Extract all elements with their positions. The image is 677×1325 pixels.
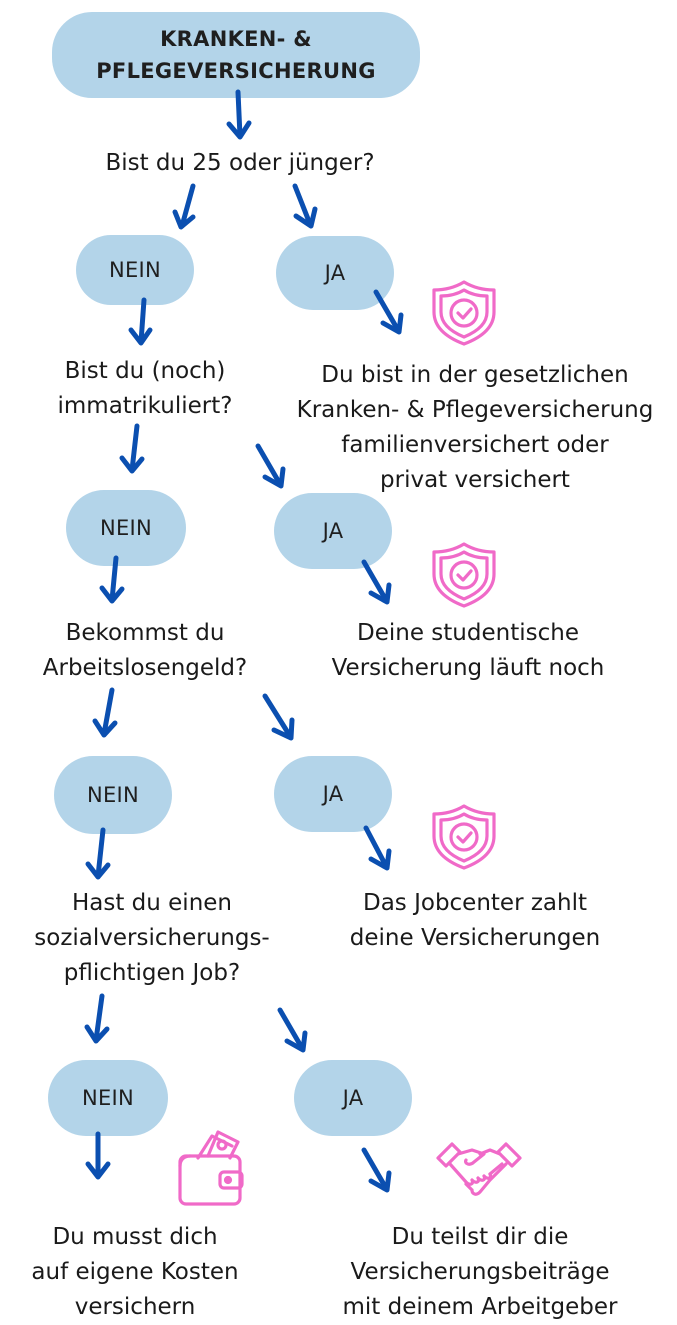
q1-result-line: privat versichert bbox=[380, 467, 570, 493]
arrow bbox=[85, 1131, 111, 1180]
q4-yes-pill: JA bbox=[294, 1060, 412, 1136]
arrow bbox=[92, 687, 118, 738]
q3-result-line: Das Jobcenter zahlt bbox=[362, 890, 587, 916]
q3-yes-pill: JA bbox=[274, 756, 392, 832]
q4-no-result-line: auf eigene Kosten bbox=[31, 1259, 239, 1285]
question-4: Hast du einen sozialversicherungs- pflic… bbox=[12, 886, 292, 991]
question-3: Bekommst du Arbeitslosengeld? bbox=[20, 616, 270, 686]
q2-no-label: NEIN bbox=[99, 516, 153, 540]
q4-question-line: Hast du einen bbox=[71, 890, 233, 916]
q4-no-pill: NEIN bbox=[48, 1060, 168, 1136]
q2-yes-pill: JA bbox=[274, 493, 392, 569]
q4-no-result-line: versichern bbox=[74, 1294, 196, 1320]
title-line-1: KRANKEN- & bbox=[160, 27, 312, 51]
arrow bbox=[277, 1007, 308, 1053]
q1-no-label: NEIN bbox=[108, 258, 162, 282]
q2-result: Deine studentische Versicherung läuft no… bbox=[318, 616, 618, 686]
arrow bbox=[292, 183, 318, 229]
q4-yes-result-line: mit deinem Arbeitgeber bbox=[342, 1294, 618, 1320]
q3-question-line: Bekommst du bbox=[65, 620, 225, 646]
q1-yes-pill: JA bbox=[276, 236, 394, 310]
question-1: Bist du 25 oder jünger? bbox=[105, 150, 375, 176]
q2-question-line: Bist du (noch) bbox=[64, 358, 226, 384]
q4-question-line: sozialversicherungs- bbox=[34, 925, 270, 951]
q2-question-line: immatrikuliert? bbox=[57, 393, 233, 419]
q4-no-result: Du musst dich auf eigene Kosten versiche… bbox=[10, 1220, 260, 1325]
shield-check-icon bbox=[432, 804, 496, 870]
q2-no-pill: NEIN bbox=[66, 490, 186, 566]
q4-yes-label: JA bbox=[342, 1086, 364, 1110]
arrow bbox=[361, 559, 392, 605]
q2-result-line: Versicherung läuft noch bbox=[331, 655, 605, 681]
shield-check-icon bbox=[432, 542, 496, 608]
q1-yes-label: JA bbox=[324, 261, 346, 285]
arrow bbox=[128, 297, 153, 346]
handshake-icon bbox=[436, 1142, 522, 1196]
q3-result: Das Jobcenter zahlt deine Versicherungen bbox=[330, 886, 620, 956]
q3-yes-label: JA bbox=[322, 782, 344, 806]
q2-result-line: Deine studentische bbox=[357, 620, 579, 646]
q3-result-line: deine Versicherungen bbox=[349, 925, 601, 951]
q4-yes-result-line: Du teilst dir die bbox=[391, 1224, 569, 1250]
question-2: Bist du (noch) immatrikuliert? bbox=[40, 354, 250, 424]
q3-no-pill: NEIN bbox=[54, 756, 172, 834]
q4-yes-result-line: Versicherungsbeiträge bbox=[350, 1259, 610, 1285]
arrow bbox=[119, 423, 145, 474]
q1-no-pill: NEIN bbox=[76, 235, 194, 305]
q1-result-line: Du bist in der gesetzlichen bbox=[321, 362, 629, 388]
arrow bbox=[84, 993, 110, 1044]
title-pill: KRANKEN- & PFLEGEVERSICHERUNG bbox=[52, 12, 420, 98]
arrow bbox=[85, 827, 111, 880]
arrow bbox=[373, 289, 404, 335]
q4-yes-result: Du teilst dir die Versicherungsbeiträge … bbox=[330, 1220, 630, 1325]
arrow bbox=[255, 443, 286, 489]
q3-no-label: NEIN bbox=[86, 783, 140, 807]
q2-yes-label: JA bbox=[322, 519, 344, 543]
arrow bbox=[99, 555, 125, 604]
arrow bbox=[361, 1147, 392, 1193]
q4-no-result-line: Du musst dich bbox=[52, 1224, 218, 1250]
arrow bbox=[262, 693, 295, 741]
arrow bbox=[363, 825, 392, 871]
q4-question-line: pflichtigen Job? bbox=[63, 960, 241, 986]
title-line-2: PFLEGEVERSICHERUNG bbox=[96, 59, 376, 83]
shield-check-icon bbox=[432, 280, 496, 346]
q1-result-line: Kranken- & Pflegeversicherung bbox=[296, 397, 654, 423]
wallet-icon bbox=[178, 1130, 244, 1206]
q3-question-line: Arbeitslosengeld? bbox=[42, 655, 248, 681]
q1-result: Du bist in der gesetzlichen Kranken- & P… bbox=[287, 358, 663, 498]
q1-result-line: familienversichert oder bbox=[341, 432, 609, 458]
arrow bbox=[226, 89, 252, 140]
q4-no-label: NEIN bbox=[81, 1086, 135, 1110]
arrow bbox=[172, 183, 196, 230]
